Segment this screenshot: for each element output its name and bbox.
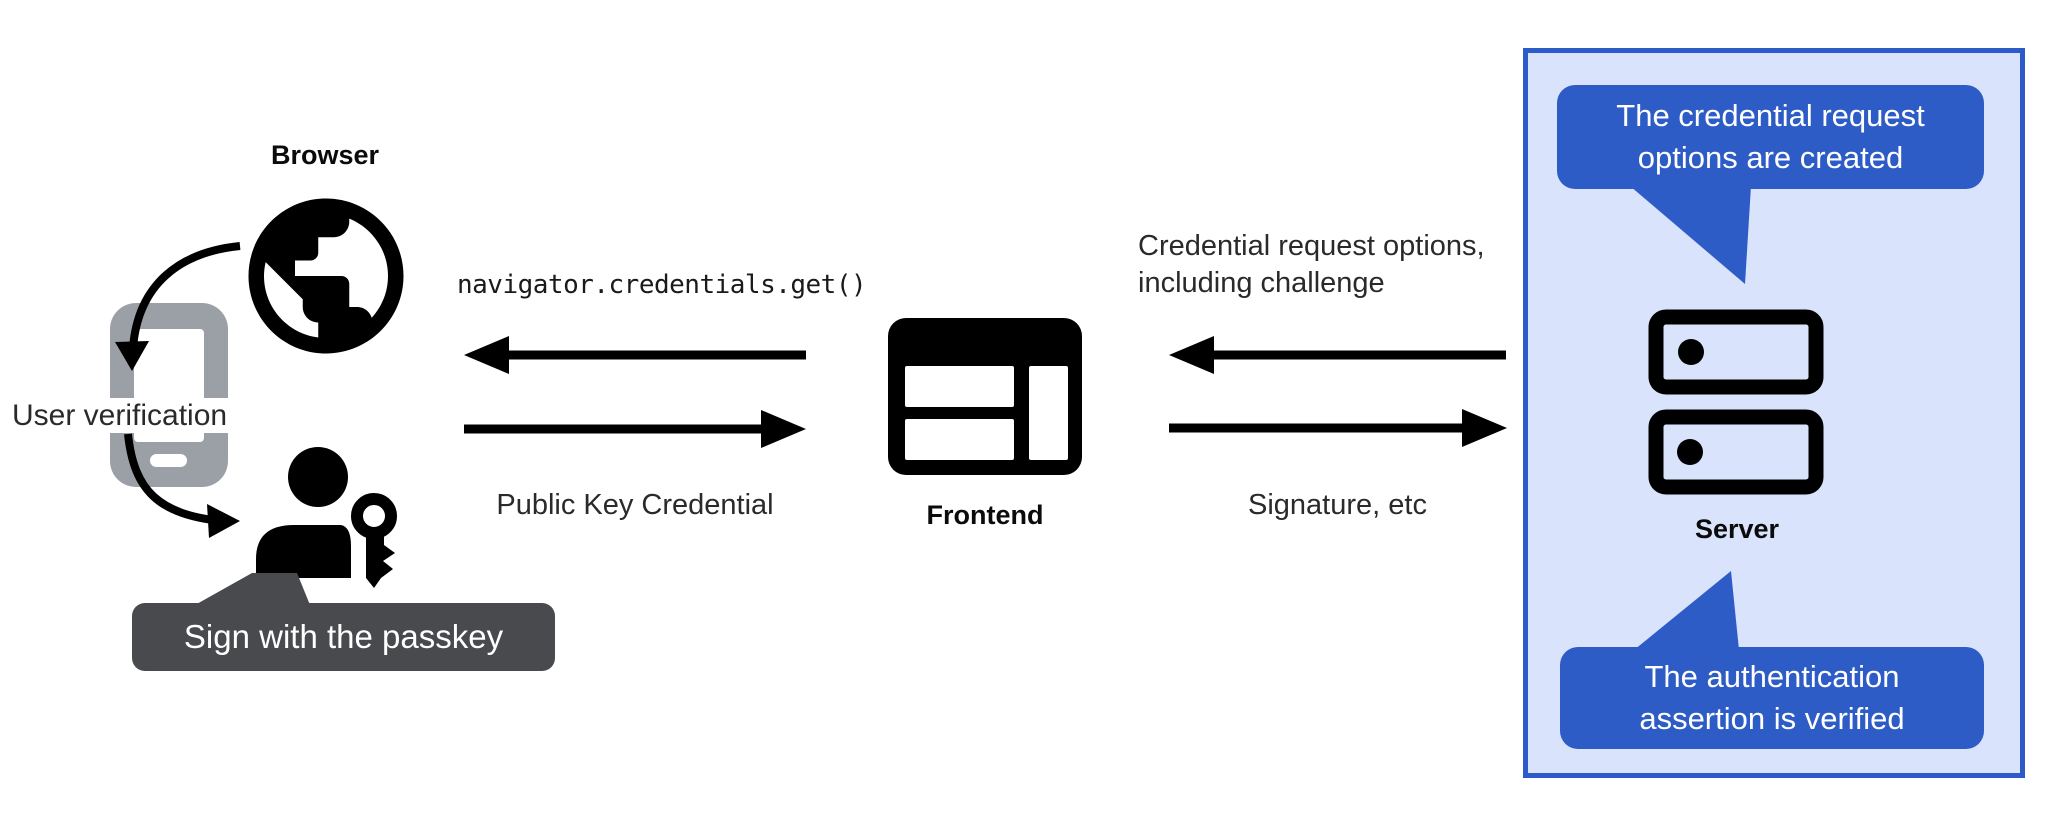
browser-label: Browser bbox=[270, 140, 380, 170]
signature-label: Signature, etc bbox=[1248, 489, 1427, 521]
passkey-badge: Sign with the passkey bbox=[132, 603, 555, 671]
frontend-label: Frontend bbox=[926, 500, 1044, 530]
bubble-top-tail bbox=[1630, 186, 1751, 284]
arrow-phone-to-user bbox=[124, 433, 240, 538]
bubble-bottom-tail bbox=[1634, 571, 1739, 650]
server-stack-icon bbox=[1648, 309, 1824, 495]
public-key-credential-label: Public Key Credential bbox=[496, 489, 774, 521]
credential-request-created-bubble: The credential request options are creat… bbox=[1557, 85, 1984, 189]
arrow-frontend-to-browser bbox=[464, 336, 806, 374]
user-verification-text: User verification bbox=[8, 398, 232, 433]
arrow-frontend-to-server bbox=[1169, 409, 1507, 447]
person-with-key-icon bbox=[256, 447, 397, 588]
arrow-server-to-frontend bbox=[1169, 336, 1506, 374]
passkey-badge-tail bbox=[195, 573, 310, 605]
arrow-browser-to-frontend bbox=[464, 410, 806, 448]
credential-request-options-label: Credential request options, including ch… bbox=[1138, 230, 1485, 299]
globe-icon bbox=[248, 198, 404, 354]
credentials-get-code-label: navigator.credentials.get() bbox=[457, 270, 867, 300]
browser-window-icon bbox=[888, 318, 1082, 475]
assertion-verified-bubble: The authentication assertion is verified bbox=[1560, 647, 1984, 749]
user-verification-label: User verification bbox=[8, 381, 232, 433]
server-label: Server bbox=[1694, 514, 1780, 544]
arrow-browser-to-phone bbox=[115, 242, 241, 371]
